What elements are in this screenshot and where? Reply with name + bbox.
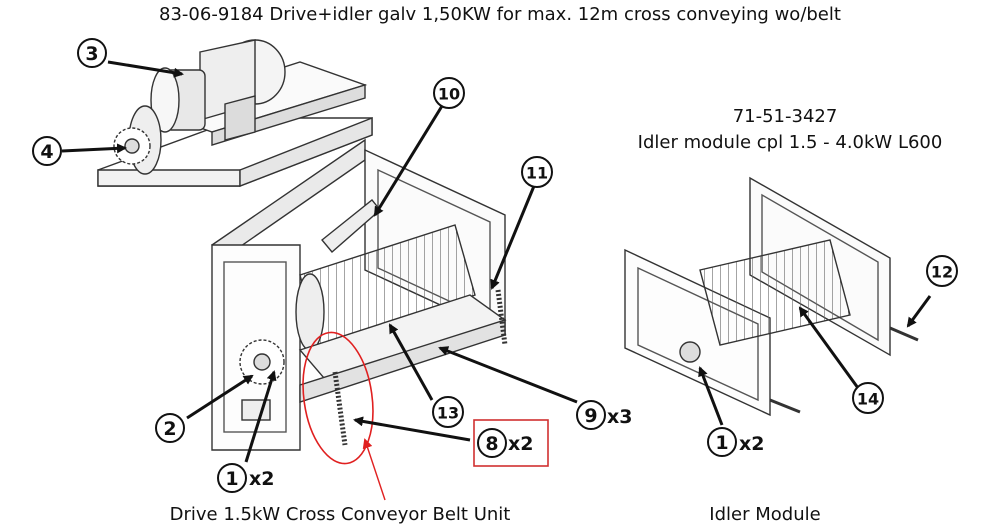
callout-3-label: 3	[85, 43, 98, 65]
leader-9	[438, 346, 578, 404]
leader-1b	[698, 366, 724, 426]
leader-11	[490, 185, 536, 290]
callout-2-label: 2	[163, 418, 176, 440]
leader-13	[388, 323, 434, 401]
leader-4	[61, 143, 127, 154]
callout-10-label: 10	[438, 85, 460, 104]
callout-12-label: 12	[931, 263, 953, 282]
callout-4-label: 4	[40, 141, 53, 163]
callout-8-box	[473, 419, 549, 467]
callout-8-qty: x2	[508, 433, 533, 455]
motor-assembly	[97, 39, 373, 188]
callout-10-circle	[433, 77, 465, 109]
callout-8-circle	[477, 428, 507, 458]
callout-9-qty: x3	[607, 406, 632, 428]
callout-1b-circle	[707, 427, 737, 457]
leader-1a	[244, 370, 277, 463]
drive-frame	[211, 138, 508, 451]
leader-12	[906, 295, 932, 328]
callout-11-label: 11	[526, 164, 548, 183]
callout-14-circle	[852, 382, 884, 414]
idler-bearing	[679, 341, 701, 363]
callout-9-circle	[576, 400, 606, 430]
callout-1b-qty: x2	[739, 433, 764, 455]
idler-description: Idler module cpl 1.5 - 4.0kW L600	[637, 132, 943, 153]
callout-3-circle	[77, 38, 107, 68]
leader-10	[373, 105, 444, 217]
leader-3	[107, 60, 184, 78]
leader-8a	[353, 416, 471, 442]
callout-8-label: 8	[485, 433, 498, 455]
callout-9-label: 9	[584, 405, 597, 427]
callout-1a-label: 1	[225, 468, 238, 490]
callout-1a-circle	[217, 463, 247, 493]
idler-module-caption: Idler Module	[709, 504, 821, 525]
spring-highlight-arrow	[362, 438, 386, 501]
leader-14	[798, 306, 860, 389]
tension-spring-right	[495, 289, 508, 346]
spring-highlight-ellipse	[302, 331, 374, 465]
terminal-box	[224, 95, 256, 141]
diagram-title: 83-06-9184 Drive+idler galv 1,50KW for m…	[159, 4, 841, 25]
callout-13-label: 13	[437, 404, 459, 423]
idler-roller	[699, 239, 851, 346]
leader-2	[186, 374, 254, 420]
callout-13-circle	[432, 396, 464, 428]
callout-2-circle	[155, 413, 185, 443]
idler-part-number: 71-51-3427	[732, 106, 838, 127]
callout-1b-label: 1	[715, 432, 728, 454]
tension-spring-left	[332, 371, 348, 446]
idler-module	[624, 176, 919, 417]
callout-14-label: 14	[857, 390, 879, 409]
callout-11-circle	[521, 156, 553, 188]
callout-12-circle	[926, 255, 958, 287]
callout-1a-qty: x2	[249, 468, 274, 490]
callout-4-circle	[32, 136, 62, 166]
drive-unit-caption: Drive 1.5kW Cross Conveyor Belt Unit	[169, 504, 511, 525]
